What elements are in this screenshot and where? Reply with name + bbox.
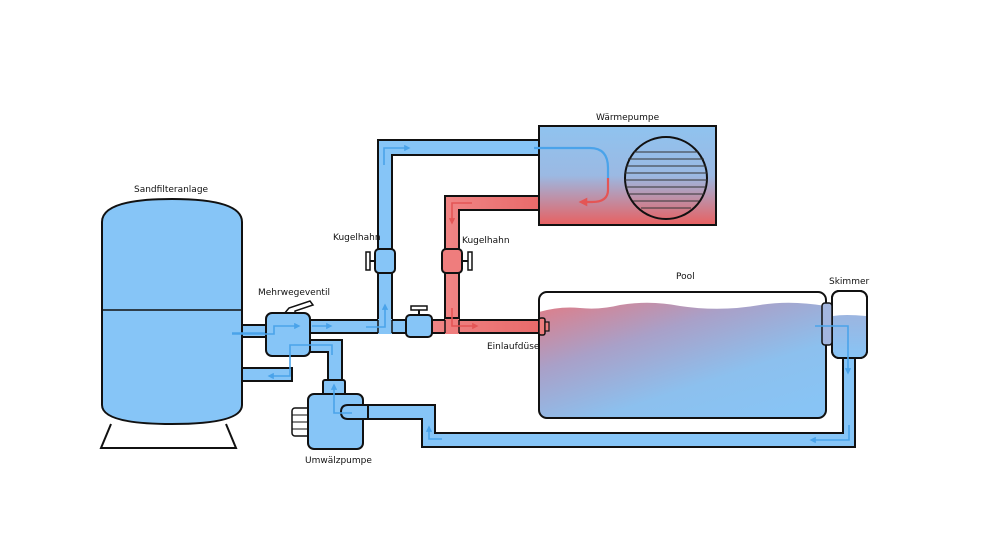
multiport-valve[interactable] [232,300,333,380]
bypass-valve[interactable] [405,305,433,338]
sand-filter [99,197,243,449]
skimmer-label: Skimmer [829,277,869,287]
filter-valve-pipes [232,324,293,382]
ball-valve-hot[interactable] [441,248,473,274]
skimmer [815,290,868,375]
ball-valve-cold[interactable] [365,248,396,274]
pool [538,291,827,419]
pool-label: Pool [676,272,695,282]
ball-valve-hot-label: Kugelhahn [462,236,510,246]
heat-pump-label: Wärmepumpe [596,113,660,123]
ball-valve-cold-label: Kugelhahn [333,233,381,243]
sand-filter-label: Sandfilteranlage [134,185,209,195]
pump-label: Umwälzpumpe [305,456,372,466]
heat-pump [534,125,717,226]
inlet-nozzle [538,317,550,336]
inlet-nozzle-label: Einlaufdüse [487,342,540,352]
fan-icon [624,136,708,220]
circulation-pump[interactable] [291,379,369,450]
multiport-valve-label: Mehrwegeventil [258,288,330,298]
